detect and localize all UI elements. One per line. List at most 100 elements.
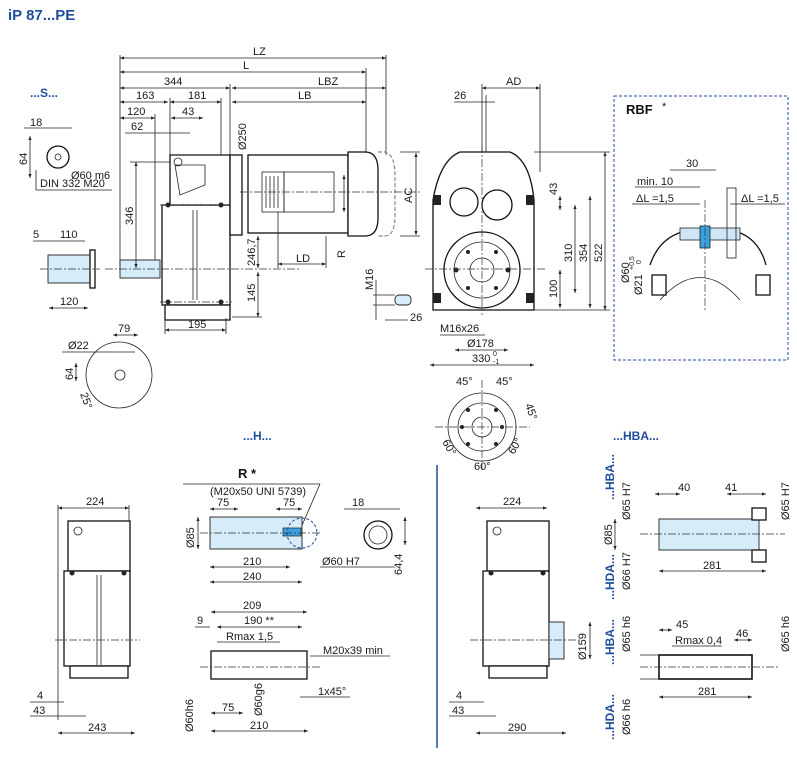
rbf-dia21-tol-up: +0,5	[629, 256, 636, 270]
dim-r-25deg: 25°	[77, 391, 94, 411]
hba-pin-dia65h6-a: Ø65 h6	[621, 616, 633, 652]
dim-h-243: 243	[88, 722, 106, 734]
dim-181: 181	[188, 90, 206, 102]
flange-angle-45-b: 45°	[496, 376, 513, 388]
dim-346: 346	[124, 207, 136, 225]
rbf-frame	[613, 95, 789, 361]
motor-fan-cover	[347, 151, 379, 237]
dim-ld: LD	[296, 253, 310, 265]
dim-ad: AD	[506, 76, 521, 88]
dim-62: 62	[131, 121, 143, 133]
dim-end-330-tol-dn: -1	[493, 359, 499, 366]
dim-s-5: 5	[33, 229, 39, 241]
h-pin-75: 75	[222, 702, 234, 714]
dim-l: L	[243, 60, 249, 72]
rbf-dl-right: ΔL =1,5	[741, 193, 779, 205]
hba-dia65h7-a: Ø65 H7	[621, 482, 633, 520]
hba-dim-281: 281	[703, 560, 721, 572]
h-dim-18: 18	[352, 497, 364, 509]
h-pin-rmax: Rmax 1,5	[226, 631, 273, 643]
dim-m16: M16	[364, 269, 376, 290]
dim-end-354: 354	[578, 244, 590, 262]
dim-end-43: 43	[548, 183, 560, 195]
gear-bore-right	[481, 189, 513, 221]
rbf-dl-left: ΔL =1,5	[636, 193, 674, 205]
dim-145: 145	[246, 284, 258, 302]
rbf-title: RBF	[626, 102, 653, 117]
flange-angle-60-c: 60°	[506, 436, 525, 456]
round-detail: 79 Ø22 64 25°	[62, 323, 153, 411]
h-hollow-shaft-detail: R * (M20x50 UNI 5739) 75 75 Ø85 210 240 …	[183, 466, 407, 584]
side-label-hba-2: ...HBA...	[603, 619, 617, 665]
dim-s-110: 110	[60, 229, 78, 241]
dim-r-dia22: Ø22	[68, 340, 89, 352]
gearbox-top	[169, 154, 231, 206]
section-label-h: ...H...	[243, 429, 272, 443]
dim-43: 43	[182, 106, 194, 118]
dim-s-18: 18	[30, 117, 42, 129]
flange-angle-45-c: 45°	[522, 402, 539, 422]
hba-pin-rmax: Rmax 0,4	[675, 635, 722, 647]
s-shaft-detail: 18 64 Ø60 m6 DIN 332 M20 5 110 120	[18, 117, 112, 310]
dim-hba-290: 290	[508, 722, 526, 734]
dim-s-120: 120	[60, 296, 78, 308]
side-label-hda-1: ...HDA...	[603, 554, 617, 600]
dim-h-224: 224	[86, 496, 104, 508]
dim-s-din: DIN 332 M20	[40, 178, 105, 190]
dim-end-dia178: Ø178	[467, 338, 494, 350]
dim-dia250: Ø250	[237, 123, 249, 150]
dim-lb: LB	[298, 90, 311, 102]
dim-r-79: 79	[118, 323, 130, 335]
dim-h-43: 43	[33, 705, 45, 717]
dim-246-7: 246,7	[246, 238, 258, 266]
h-dim-dia60h7: Ø60 H7	[322, 556, 360, 568]
gearbox-housing	[161, 204, 231, 306]
rbf-dia21: Ø21	[633, 274, 645, 295]
flange-pattern-detail: 45° 45° 45° 60° 60° 60°	[435, 376, 539, 473]
detail-circle	[85, 341, 153, 409]
dim-end-310: 310	[563, 244, 575, 262]
dim-end-26: 26	[454, 90, 466, 102]
dim-lbz: LBZ	[318, 76, 338, 88]
dim-end-330: 330	[472, 353, 490, 365]
motor-brake-outline	[378, 151, 396, 237]
dim-hba-224: 224	[503, 496, 521, 508]
section-label-s: ...S...	[30, 86, 58, 100]
dim-s-dia60m6: Ø60 m6	[71, 170, 110, 182]
flange-angle-60-b: 60°	[474, 461, 491, 473]
motor-body	[247, 154, 349, 234]
h-pin-210: 210	[250, 720, 268, 732]
dim-hba-4: 4	[456, 690, 462, 702]
hba-dim-40: 40	[678, 482, 690, 494]
dim-m16x26: M16x26	[440, 323, 479, 335]
hba-hollow-shaft-detail: Ø65 H7 Ø66 H7 Ø65 H7 Ø85 40 41 281	[603, 482, 792, 590]
s-shaft-section	[46, 145, 70, 169]
page-title: iP 87...PE	[8, 7, 75, 24]
h-pin-dia60h6: Ø60h6	[184, 699, 196, 732]
main-side-view: LZ L 344 LBZ 163 181 LB 120 43 62 Ø250	[105, 46, 422, 334]
dim-r-64: 64	[64, 368, 76, 380]
h-dim-75b: 75	[283, 497, 295, 509]
h-pin-209: 209	[243, 600, 261, 612]
motor-flange	[229, 154, 243, 236]
rbf-star: *	[662, 101, 667, 113]
dim-163: 163	[136, 90, 154, 102]
end-view: AD 26 43 310 354 522 100 M16x26 Ø178	[425, 76, 610, 367]
hba-pin-dia66h6: Ø66 h6	[621, 699, 633, 735]
h-dim-dia85: Ø85	[185, 527, 197, 548]
h-pin-chamfer: 1x45°	[318, 686, 346, 698]
h-pin-dia60g6: Ø60g6	[253, 683, 265, 716]
h-pin-m20: M20x39 min	[323, 645, 383, 657]
dim-195: 195	[188, 319, 206, 331]
h-bolt	[282, 527, 302, 537]
dim-s-64: 64	[18, 153, 30, 165]
side-label-hda-2: ...HDA...	[603, 694, 617, 740]
gearbox-foot	[164, 304, 231, 321]
dim-end-330-tol-up: 0	[493, 351, 497, 358]
hba-dia85: Ø85	[603, 524, 615, 545]
hba-dia65h7-b: Ø65 H7	[780, 482, 792, 520]
hba-shaft-body	[658, 518, 760, 551]
dim-hba-43: 43	[452, 705, 464, 717]
hba-dia66h7: Ø66 H7	[621, 552, 633, 590]
